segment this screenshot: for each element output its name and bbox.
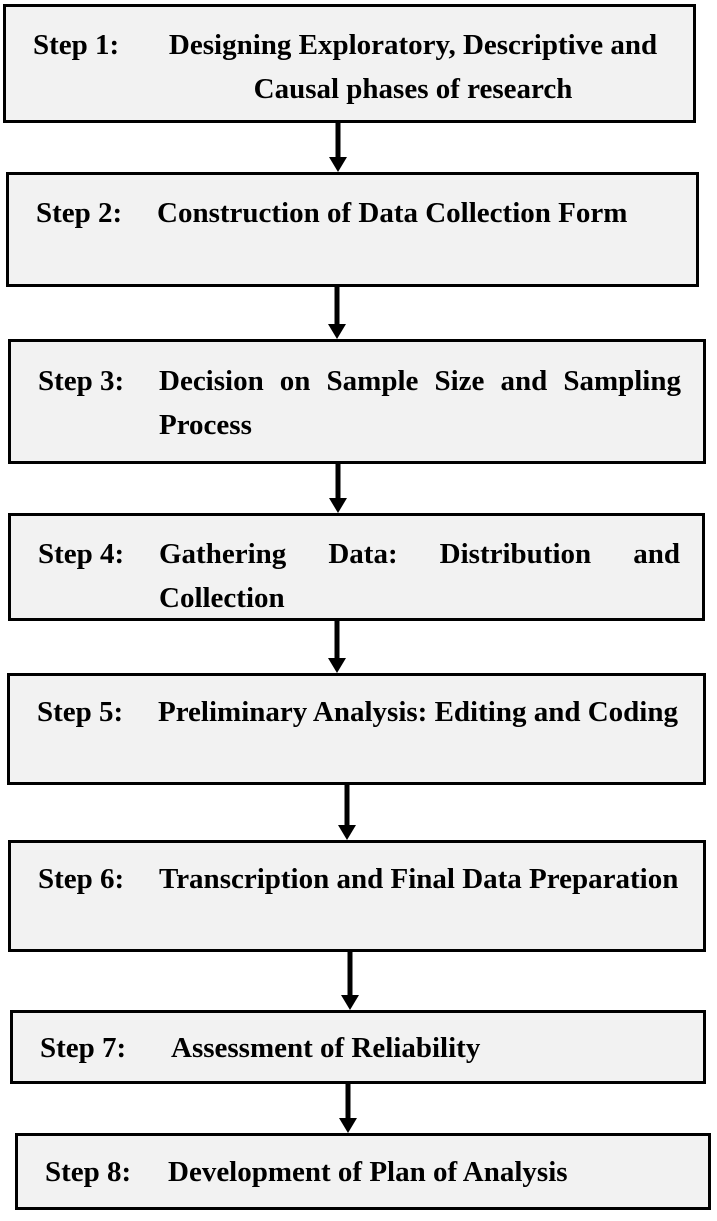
arrow-6-to-7: [341, 952, 359, 1010]
step-1-box: Designing Exploratory, Descriptive and C…: [3, 4, 696, 123]
arrow-3-to-4: [329, 464, 347, 513]
step-5-label: Step 5:: [37, 696, 124, 728]
step-1-text: Designing Exploratory, Descriptive and C…: [168, 29, 658, 105]
arrow-2-to-3: [328, 287, 346, 339]
step-6-text: Transcription and Final Data Preparation: [159, 863, 679, 895]
step-6-label: Step 6:: [38, 863, 125, 895]
step-7-label: Step 7:: [40, 1032, 127, 1064]
step-2-text: Construction of Data Collection Form: [157, 197, 628, 229]
arrow-4-to-5: [328, 621, 346, 673]
step-8-text: Development of Plan of Analysis: [168, 1156, 568, 1188]
step-6-box: Step 6: Transcription and Final Data Pre…: [8, 840, 706, 952]
step-4-label: Step 4:: [38, 538, 125, 570]
step-3-text: Decision on Sample Size and Sampling Pro…: [159, 365, 681, 441]
step-4-box: Step 4: Gathering Data: Distribution and…: [8, 513, 705, 621]
step-3-box: Step 3: Decision on Sample Size and Samp…: [8, 339, 706, 464]
step-1-label: Step 1:: [33, 29, 120, 61]
step-8-label: Step 8:: [45, 1156, 132, 1188]
step-5-box: Step 5: Preliminary Analysis: Editing an…: [7, 673, 706, 785]
step-7-text: Assessment of Reliability: [171, 1032, 481, 1064]
step-4-text: Gathering Data: Distribution and Collect…: [159, 538, 680, 614]
step-2-label: Step 2:: [36, 197, 123, 229]
arrow-5-to-6: [338, 785, 356, 840]
step-7-box: Step 7: Assessment of Reliability: [10, 1010, 706, 1084]
step-5-text: Preliminary Analysis: Editing and Coding: [158, 696, 678, 728]
step-2-box: Step 2: Construction of Data Collection …: [6, 172, 699, 287]
step-3-label: Step 3:: [38, 365, 125, 397]
step-8-box: Step 8: Development of Plan of Analysis: [15, 1133, 711, 1210]
arrow-1-to-2: [329, 123, 347, 172]
arrow-7-to-8: [339, 1084, 357, 1133]
